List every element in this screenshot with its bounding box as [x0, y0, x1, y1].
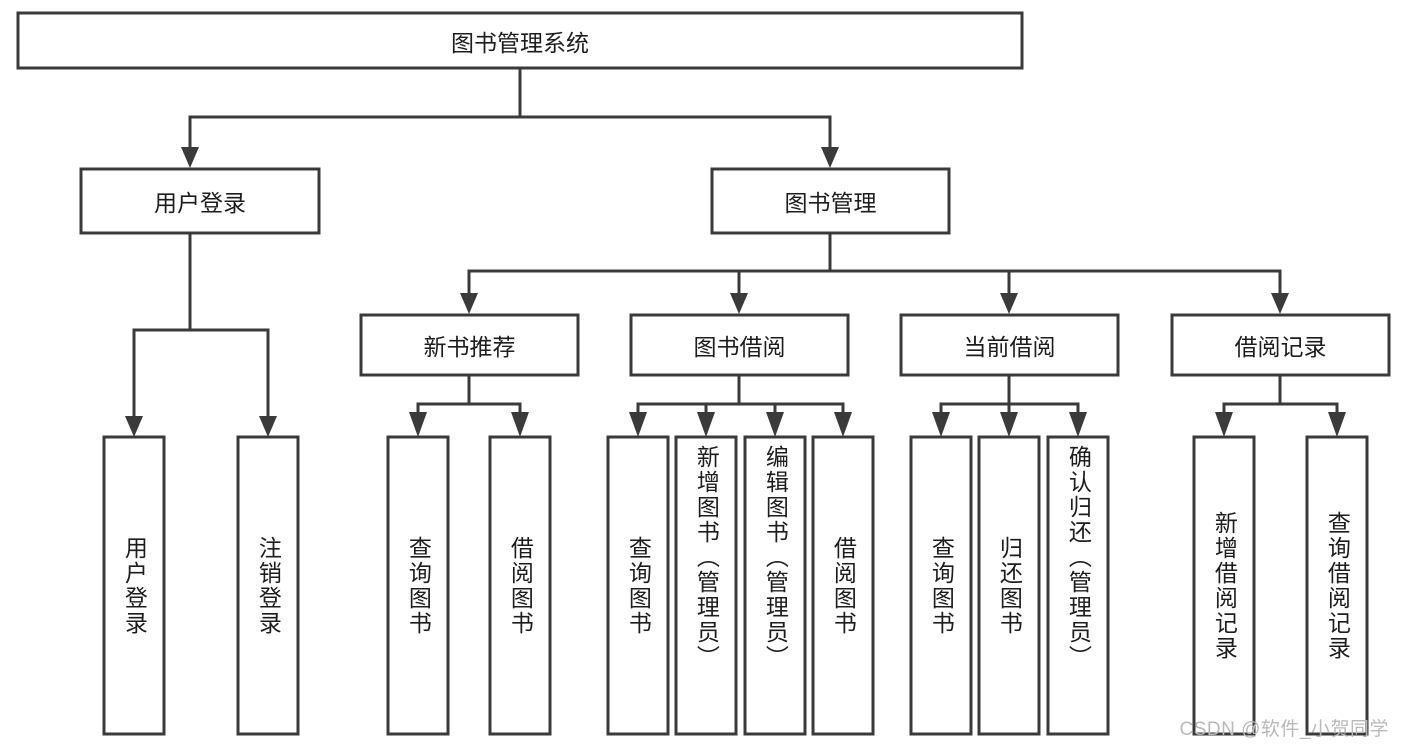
- arrowhead-bm-to-records: [1271, 293, 1289, 314]
- arrowhead-cu-to-return: [1000, 412, 1018, 437]
- connector-group-records: [1215, 373, 1346, 437]
- node-box-borrow[interactable]: [629, 313, 850, 377]
- arrowhead-bm-to-borrow: [730, 293, 748, 314]
- node-box-leaf-new-borrow[interactable]: [488, 435, 552, 736]
- arrowhead-re-to-query: [1328, 412, 1346, 437]
- node-box-records[interactable]: [1170, 313, 1391, 377]
- arrowhead-login-to-user-logout: [259, 416, 277, 437]
- node-box-leaf-new-query[interactable]: [386, 435, 450, 736]
- arrowhead-bm-to-newbook: [460, 293, 478, 314]
- node-box-leaf-bor-query[interactable]: [606, 435, 670, 736]
- node-box-leaf-rec-add[interactable]: [1192, 435, 1256, 736]
- arrowhead-root-to-login: [181, 147, 199, 168]
- arrowhead-bo-to-edit: [766, 412, 784, 437]
- arrowhead-cu-to-query: [932, 412, 950, 437]
- connector-group-current: [932, 373, 1087, 437]
- node-box-leaf-user-login[interactable]: [102, 435, 166, 736]
- arrowhead-login-to-user-login: [125, 416, 143, 437]
- arrowhead-root-to-bookmgmt: [821, 147, 839, 168]
- node-box-bookmgmt[interactable]: [710, 167, 951, 235]
- node-box-leaf-bor-edit[interactable]: [743, 435, 807, 736]
- node-box-leaf-cur-confirm[interactable]: [1046, 435, 1110, 736]
- node-box-leaf-cur-query[interactable]: [909, 435, 973, 736]
- node-box-current[interactable]: [899, 313, 1120, 377]
- arrowhead-bo-to-borrow: [834, 412, 852, 437]
- connector-group-borrow: [629, 373, 852, 437]
- node-box-leaf-user-logout[interactable]: [236, 435, 300, 736]
- node-box-newbook[interactable]: [359, 313, 580, 377]
- arrowhead-nb-to-borrow: [511, 412, 529, 437]
- node-box-leaf-rec-query[interactable]: [1305, 435, 1369, 736]
- arrowhead-cu-to-confirm: [1069, 412, 1087, 437]
- arrowhead-bo-to-add: [697, 412, 715, 437]
- connector-group-login: [125, 231, 277, 437]
- node-box-root[interactable]: [16, 11, 1024, 70]
- arrowhead-re-to-add: [1215, 412, 1233, 437]
- connector-group-newbook: [409, 373, 529, 437]
- connector-group-bookmgmt: [460, 231, 1289, 314]
- arrowhead-bo-to-query: [629, 412, 647, 437]
- node-box-leaf-bor-borrow[interactable]: [811, 435, 875, 736]
- arrowhead-nb-to-query: [409, 412, 427, 437]
- connector-group-root: [181, 66, 839, 168]
- node-box-leaf-bor-add[interactable]: [674, 435, 738, 736]
- arrowhead-bm-to-current: [1000, 293, 1018, 314]
- node-box-login[interactable]: [79, 167, 321, 235]
- node-box-leaf-cur-return[interactable]: [977, 435, 1041, 736]
